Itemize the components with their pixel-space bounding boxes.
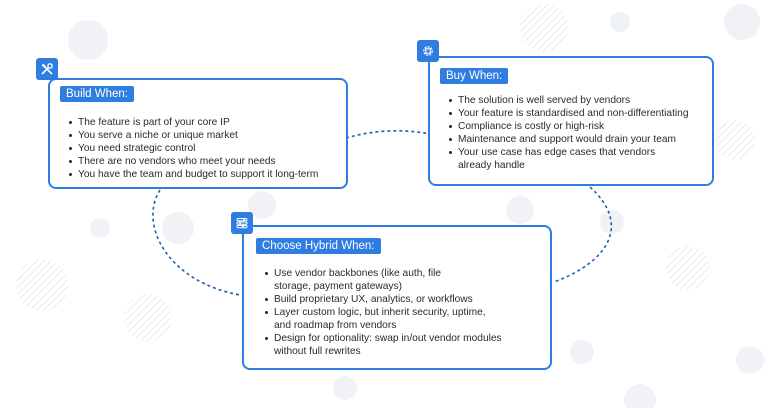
buy-list: The solution is well served by vendors Y…: [446, 94, 720, 172]
decor-circle: [610, 12, 630, 32]
list-item: You serve a niche or unique market: [68, 129, 318, 142]
list-item: Maintenance and support would drain your…: [449, 133, 720, 146]
decor-circle: [124, 294, 172, 342]
list-item: Design for optionality: swap in/out vend…: [265, 332, 534, 358]
list-item: Compliance is costly or high-risk: [449, 120, 720, 133]
decor-circle: [520, 4, 568, 52]
connector-build-buy: [345, 130, 431, 139]
sliders-icon: [231, 212, 253, 234]
decor-circle: [736, 346, 764, 374]
hybrid-list: Use vendor backbones (like auth, file st…: [262, 267, 544, 358]
hybrid-title: Choose Hybrid When:: [256, 238, 381, 254]
list-item: There are no vendors who meet your needs: [68, 155, 318, 168]
decor-circle: [715, 120, 755, 160]
build-list: The feature is part of your core IP You …: [66, 116, 318, 181]
connector-buy-hybrid: [553, 186, 613, 283]
list-item: Layer custom logic, but inherit security…: [265, 306, 504, 332]
decor-circle: [724, 4, 760, 40]
decor-circle: [90, 218, 110, 238]
decor-circle: [600, 210, 624, 234]
buy-card: Buy When: The solution is well served by…: [428, 56, 714, 186]
decor-circle: [333, 376, 357, 400]
gear-chip-icon: [417, 40, 439, 62]
list-item: Your feature is standardised and non-dif…: [449, 107, 720, 120]
list-item: The solution is well served by vendors: [449, 94, 720, 107]
list-item: Use vendor backbones (like auth, file st…: [265, 267, 474, 293]
connector-build-hybrid: [152, 189, 241, 296]
decor-circle: [666, 246, 710, 290]
build-card: Build When: The feature is part of your …: [48, 78, 348, 189]
tools-icon: [36, 58, 58, 80]
build-title: Build When:: [60, 86, 135, 102]
decor-circle: [16, 259, 68, 311]
decor-circle: [68, 20, 108, 60]
decor-circle: [162, 212, 194, 244]
list-item: The feature is part of your core IP: [68, 116, 318, 129]
list-item: Build proprietary UX, analytics, or work…: [265, 293, 544, 306]
decor-circle: [248, 191, 276, 219]
decor-circle: [506, 196, 534, 224]
list-item: Your use case has edge cases that vendor…: [449, 146, 658, 172]
buy-title: Buy When:: [440, 68, 509, 84]
list-item: You have the team and budget to support …: [68, 169, 319, 180]
decor-circle: [570, 340, 594, 364]
hybrid-card: Choose Hybrid When: Use vendor backbones…: [242, 225, 552, 370]
list-item: You need strategic control: [68, 142, 318, 155]
decor-circle: [624, 384, 656, 408]
